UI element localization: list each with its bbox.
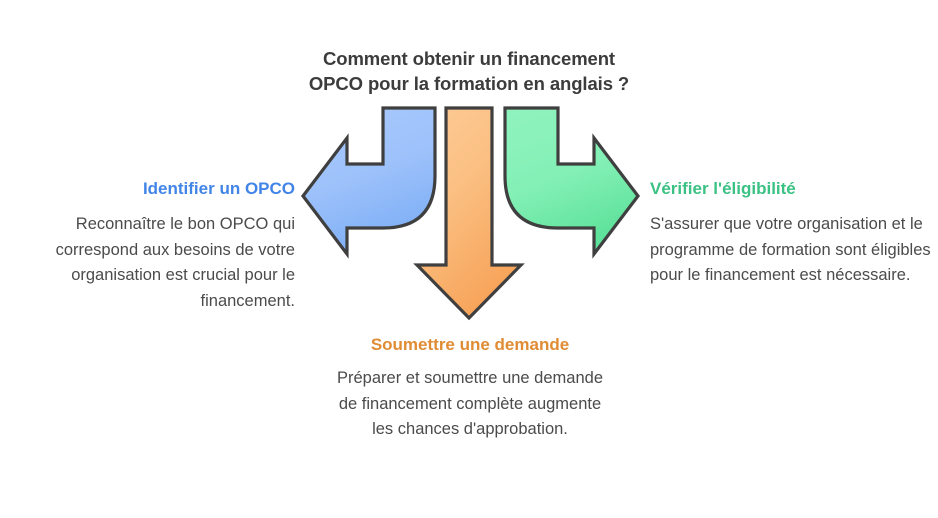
branch-body-right: S'assurer que votre organisation et le p… [650, 215, 931, 284]
branch-body-bottom: Préparer et soumettre une demande de fin… [337, 369, 603, 438]
page-title: Comment obtenir un financement OPCO pour… [269, 46, 669, 96]
page-title-line-1: Comment obtenir un financement [323, 48, 615, 69]
arrow-down-icon [413, 106, 525, 321]
branch-heading-bottom: Soumettre une demande [370, 335, 570, 354]
branch-soumettre-une-demande: Soumettre une demande Préparer et soumet… [330, 334, 610, 443]
branch-heading-right: Vérifier l'éligibilité [650, 179, 796, 198]
branch-body-left: Reconnaître le bon OPCO qui correspond a… [55, 215, 295, 310]
branch-identifier-un-opco: Identifier un OPCO Reconnaître le bon OP… [6, 178, 295, 314]
curved-arrow-right-icon [503, 106, 641, 259]
page-title-line-2: OPCO pour la formation en anglais ? [308, 73, 630, 94]
branch-heading-left: Identifier un OPCO [142, 179, 295, 198]
branch-verifier-l-eligibilite: Vérifier l'éligibilité S'assurer que vot… [650, 178, 932, 289]
curved-arrow-left-icon [300, 106, 437, 259]
